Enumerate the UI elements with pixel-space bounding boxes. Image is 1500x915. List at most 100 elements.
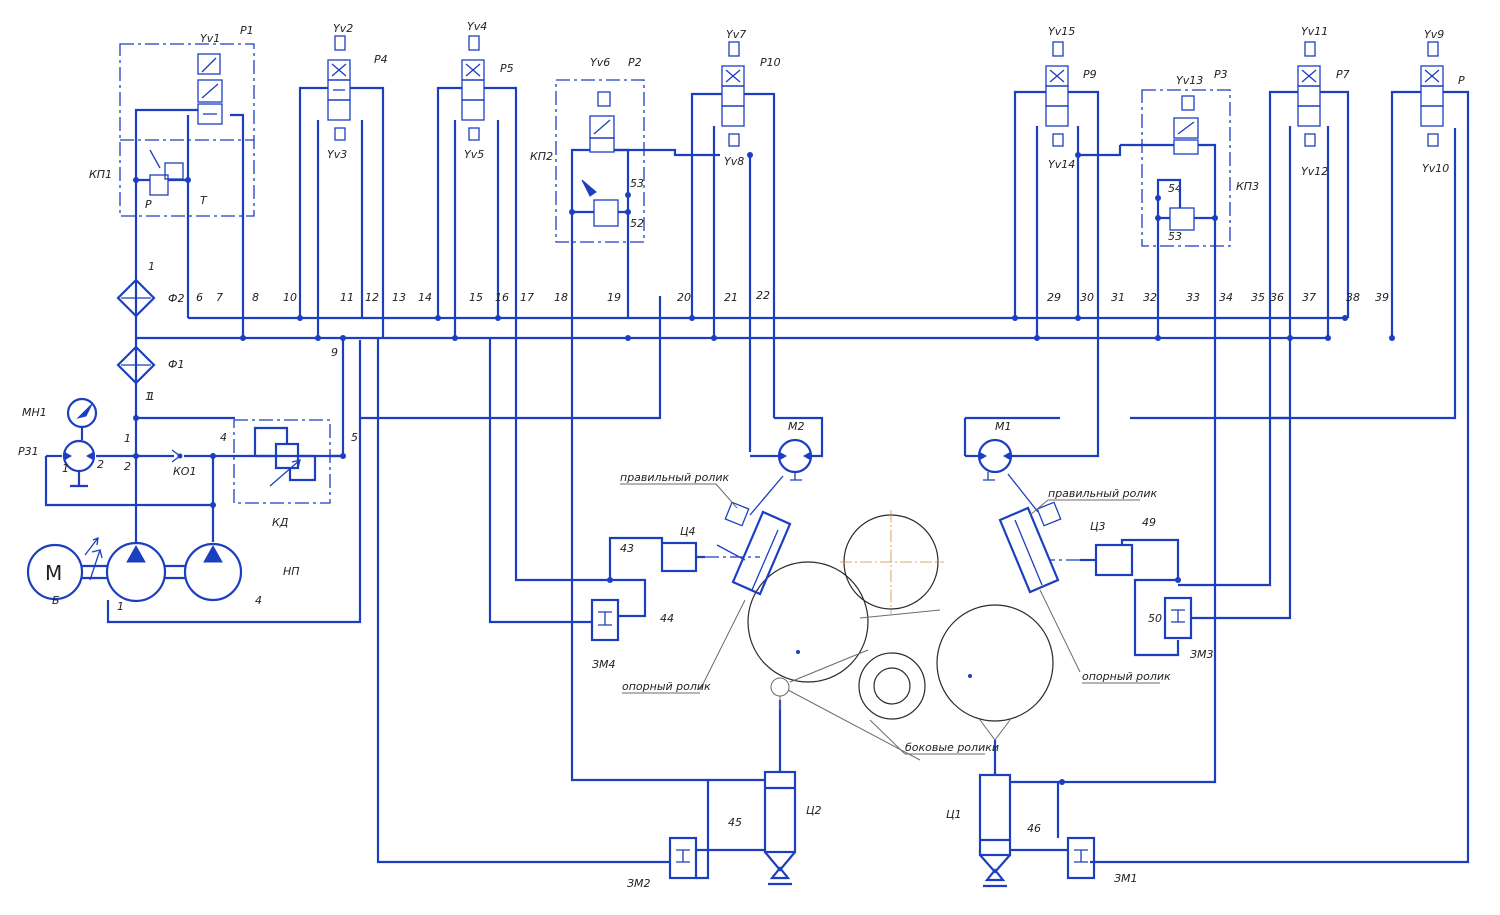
label-kp1: КП1 — [89, 168, 112, 181]
label-n20: 20 — [677, 291, 691, 304]
label-yv4: Yv4 — [467, 20, 487, 33]
label-yv11: Yv11 — [1301, 25, 1328, 38]
label-n52: 52 — [630, 217, 644, 230]
label-n53b: 53 — [1168, 230, 1182, 243]
kd-label: КД — [272, 516, 289, 529]
label-n43: 43 — [620, 542, 634, 555]
label-n1d: 1 — [148, 260, 155, 273]
motor-m2: М2 — [749, 416, 824, 516]
label-n54: 54 — [1168, 182, 1182, 195]
label-c2: Ц2 — [806, 804, 822, 817]
filter-f2 — [116, 278, 156, 318]
label-zm1: ЗМ1 — [1114, 872, 1138, 885]
label-n17: 17 — [520, 291, 534, 304]
pump-1-symbol — [105, 541, 167, 603]
label-yv15: Yv15 — [1048, 25, 1075, 38]
label-n45: 45 — [728, 816, 742, 829]
label-n46: 46 — [1027, 822, 1041, 835]
label-p5: P5 — [500, 62, 514, 75]
block-p: Yv9 Yv10 P — [1090, 28, 1470, 864]
lock-zm1: ЗМ1 — [1010, 779, 1138, 885]
motor-symbol — [26, 543, 84, 601]
label-n1b: 1 — [124, 432, 131, 445]
rz1-label: Р31 — [18, 445, 39, 458]
filter-f1 — [116, 345, 156, 385]
label-n4a: 4 — [220, 431, 227, 444]
block-p7: Yv11 Yv12 P7 — [1268, 25, 1350, 418]
label-c3: Ц3 — [1090, 520, 1106, 533]
main-lines — [136, 128, 1457, 420]
label-n15: 15 — [469, 291, 483, 304]
label-n39: 39 — [1375, 291, 1389, 304]
label-oporny_right: опорный ролик — [1082, 670, 1171, 683]
label-pravilny_right: правильный ролик — [1048, 487, 1157, 500]
motor-m1: М1 — [963, 338, 1100, 513]
label-p3: P3 — [1214, 68, 1228, 81]
pump-4-symbol — [183, 542, 243, 602]
label-yv8: Yv8 — [724, 155, 744, 168]
cylinder-c4: Ц4 43 44 — [608, 525, 760, 625]
label-kp3: КП3 — [1236, 180, 1259, 193]
block-p4: Yv2 Yv3 P4 — [297, 22, 388, 341]
label-n12: 12 — [365, 291, 379, 304]
label-n29: 29 — [1047, 291, 1061, 304]
label-yv14: Yv14 — [1048, 158, 1075, 171]
label-n16: 16 — [495, 291, 509, 304]
label-t_port: T — [200, 194, 208, 207]
label-n31: 31 — [1111, 291, 1125, 304]
label-n44: 44 — [660, 612, 674, 625]
label-p1: P1 — [240, 24, 254, 37]
label-zm2: ЗМ2 — [627, 877, 651, 890]
label-n33: 33 — [1186, 291, 1200, 304]
lock-zm3: ЗМ3 — [1163, 338, 1292, 661]
label-yv12: Yv12 — [1301, 165, 1328, 178]
roller-labels: правильный ролик правильный ролик опорны… — [620, 471, 1171, 755]
label-yv9: Yv9 — [1424, 28, 1444, 41]
block-p5: Yv4 Yv5 P5 — [435, 20, 518, 341]
label-m1: М1 — [995, 420, 1012, 433]
label-n7: 7 — [216, 291, 223, 304]
label-zm3: ЗМ3 — [1190, 648, 1214, 661]
label-n35: 35 — [1251, 291, 1265, 304]
gauge-mn1 — [66, 397, 98, 429]
label-n30: 30 — [1080, 291, 1094, 304]
label-p7: P7 — [1336, 68, 1350, 81]
label-pravilny_left: правильный ролик — [620, 471, 729, 484]
rollers — [699, 510, 1081, 761]
block-p9: Yv15 Yv14 P9 — [1012, 25, 1122, 341]
label-zm4: ЗМ4 — [592, 658, 616, 671]
label-p9: P9 — [1083, 68, 1097, 81]
label-yv3: Yv3 — [327, 148, 347, 161]
label-n1c: 1 — [148, 390, 155, 403]
label-p4: P4 — [374, 53, 388, 66]
filters: Ф2 Ф1 1 1 — [116, 260, 184, 403]
line-numbers: 6 7 8 10 9 11 12 13 14 15 16 17 18 19 20… — [196, 289, 1389, 359]
label-n10: 10 — [283, 291, 297, 304]
label-f1: Ф1 — [168, 358, 184, 371]
label-n2a: 2 — [97, 458, 104, 471]
label-n2b: 2 — [124, 460, 131, 473]
straightening-roller-right — [998, 501, 1062, 594]
label-n36: 36 — [1270, 291, 1284, 304]
label-n1c: 1 — [145, 390, 152, 403]
label-n5: 5 — [351, 431, 358, 444]
label-n38: 38 — [1346, 291, 1360, 304]
block-p2: Yv6 P2 КП2 53 52 — [530, 56, 720, 341]
label-f2: Ф2 — [168, 292, 184, 305]
label-n21: 21 — [724, 291, 738, 304]
motor-label: М — [45, 561, 62, 585]
label-yv13: Yv13 — [1176, 74, 1203, 87]
label-p: P — [1458, 74, 1465, 87]
label-n19: 19 — [607, 291, 621, 304]
lock-zm2: ЗМ2 — [376, 338, 765, 890]
label-n8: 8 — [252, 291, 259, 304]
label-n11: 11 — [340, 291, 354, 304]
label-n22: 22 — [756, 289, 770, 302]
label-yv2: Yv2 — [333, 22, 353, 35]
cylinder-c3: Ц3 49 50 — [1050, 516, 1181, 657]
check-valve-ko1-label: КО1 — [173, 465, 196, 478]
label-yv10: Yv10 — [1422, 162, 1449, 175]
label-n14: 14 — [418, 291, 432, 304]
label-n9: 9 — [331, 346, 338, 359]
